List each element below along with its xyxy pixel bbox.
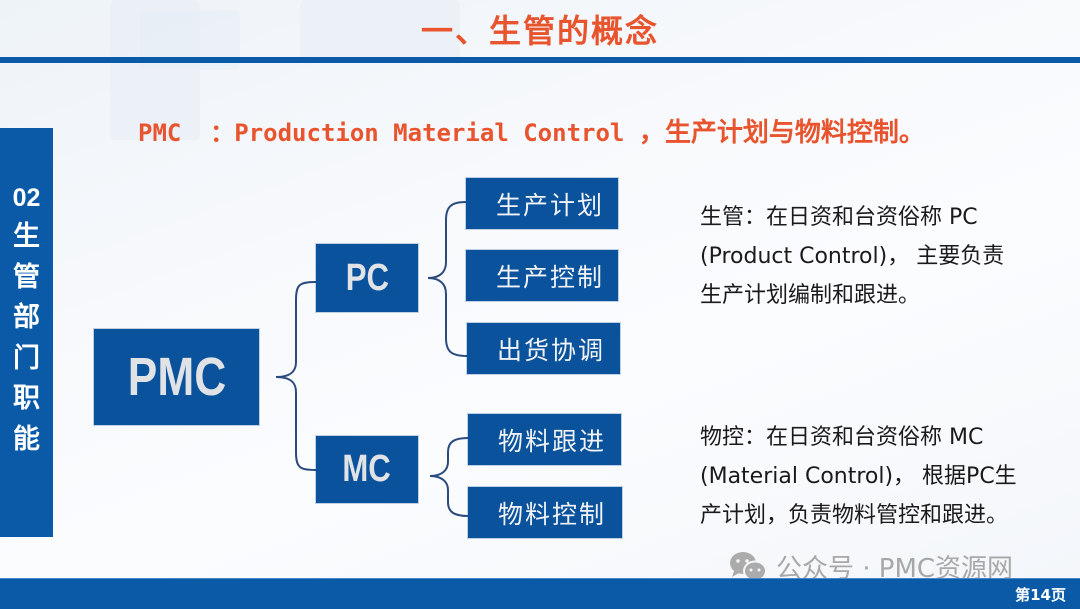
section-sidebar: 02 生 管 部 门 职 能 — [0, 128, 53, 537]
diagram-node-label: MC — [342, 448, 392, 490]
section-title-char: 管 — [13, 261, 40, 293]
slide-subtitle: PMC ：Production Material Control ，生产计划与物… — [138, 112, 925, 149]
diagram-node-label: PC — [345, 256, 389, 299]
diagram-leaf: 物料跟进 — [468, 414, 621, 465]
diagram-node-pc: PC — [316, 244, 418, 312]
diagram-leaf: 生产控制 — [466, 250, 618, 301]
diagram-leaf: 出货协调 — [467, 323, 620, 374]
section-title-char: 职 — [13, 383, 40, 414]
description-line: 物控：在日资和台资俗称 MC — [700, 425, 984, 450]
brace-pc — [427, 201, 468, 357]
description-mc: 物控：在日资和台资俗称 MC (Material Control)， 根据PC生… — [700, 418, 1060, 535]
footer-bar: 第14页 — [0, 578, 1080, 609]
section-title-char: 生 — [13, 221, 40, 252]
description-line: 生管：在日资和台资俗称 PC — [700, 205, 978, 230]
header-divider — [0, 57, 1080, 63]
diagram-leaf: 生产计划 — [466, 178, 618, 229]
brace-mc — [429, 437, 469, 517]
description-pc: 生管：在日资和台资俗称 PC (Product Control)， 主要负责 生… — [700, 198, 1060, 315]
slide-title: 一、生管的概念 — [420, 12, 659, 50]
section-number: 02 — [12, 184, 41, 212]
diagram-node-root: PMC — [94, 329, 259, 425]
description-line: 生产计划编制和跟进。 — [700, 283, 921, 308]
description-line: (Product Control)， 主要负责 — [700, 244, 1005, 269]
description-line: 产计划，负责物料管控和跟进。 — [700, 503, 1009, 528]
diagram-node-label: PMC — [127, 347, 226, 407]
diagram-node-mc: MC — [316, 436, 418, 503]
section-title-char: 部 — [13, 302, 40, 333]
section-title-char: 能 — [13, 423, 40, 455]
subtitle-latin: PMC ：Production Material Control — [138, 119, 639, 147]
diagram-leaf: 物料控制 — [468, 487, 622, 538]
brace-root — [275, 281, 317, 471]
subtitle-chinese: ，生产计划与物料控制。 — [638, 118, 925, 148]
description-line: (Material Control)， 根据PC生 — [700, 464, 1017, 489]
section-title: 生 管 部 门 职 能 — [0, 217, 53, 460]
background-decoration — [300, 0, 460, 60]
page-number: 第14页 — [1015, 586, 1066, 604]
section-title-char: 门 — [13, 342, 40, 374]
